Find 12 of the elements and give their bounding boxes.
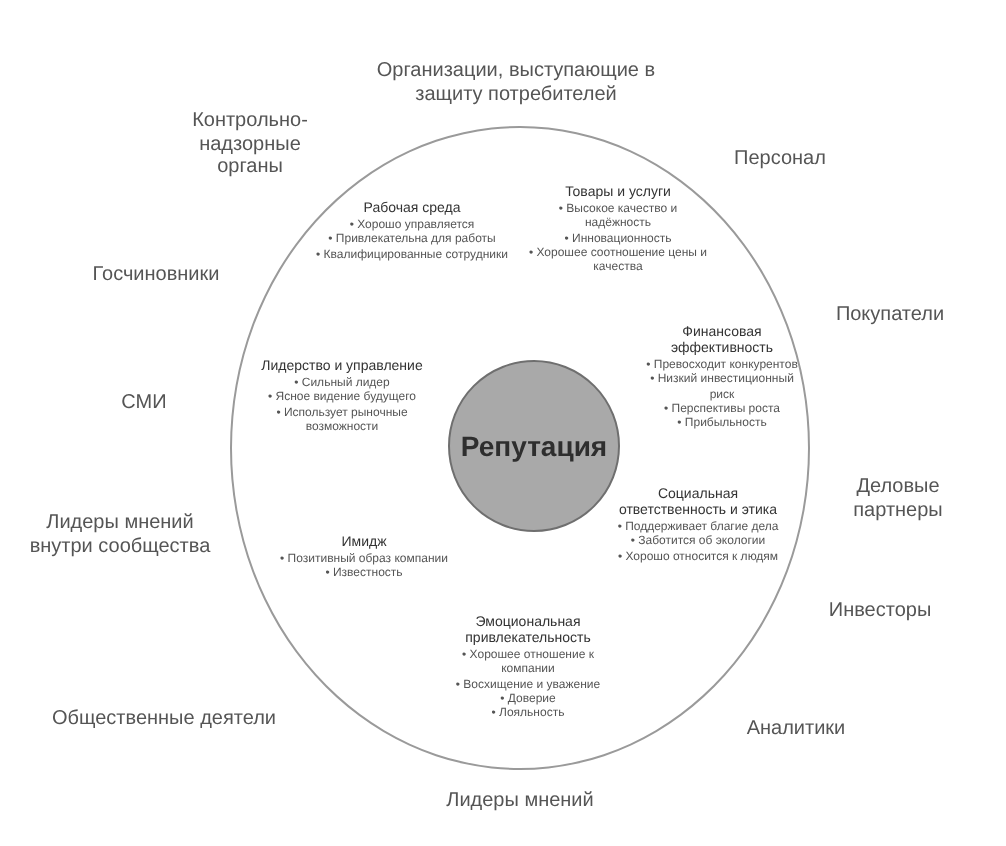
stakeholder-label: Персонал [734, 148, 826, 171]
stakeholder-label: Лидеры мнений внутри сообщества [27, 512, 213, 558]
stakeholder-label: Общественные деятели [51, 708, 277, 731]
stakeholder-label: Госчиновники [92, 264, 220, 287]
stakeholder-label: Покупатели [835, 304, 945, 327]
stakeholder-label: Организации, выступающие в защиту потребителей [374, 60, 658, 106]
stakeholder-label: Аналитики [746, 718, 846, 741]
stakeholder-label: Лидеры мнений [446, 790, 594, 813]
stakeholder-label: Инвесторы [828, 600, 932, 623]
stakeholder-label: Деловые партнеры [851, 476, 945, 522]
stakeholder-label: Контрольно-надзорные органы [190, 110, 310, 179]
stakeholder-label: СМИ [121, 392, 167, 415]
